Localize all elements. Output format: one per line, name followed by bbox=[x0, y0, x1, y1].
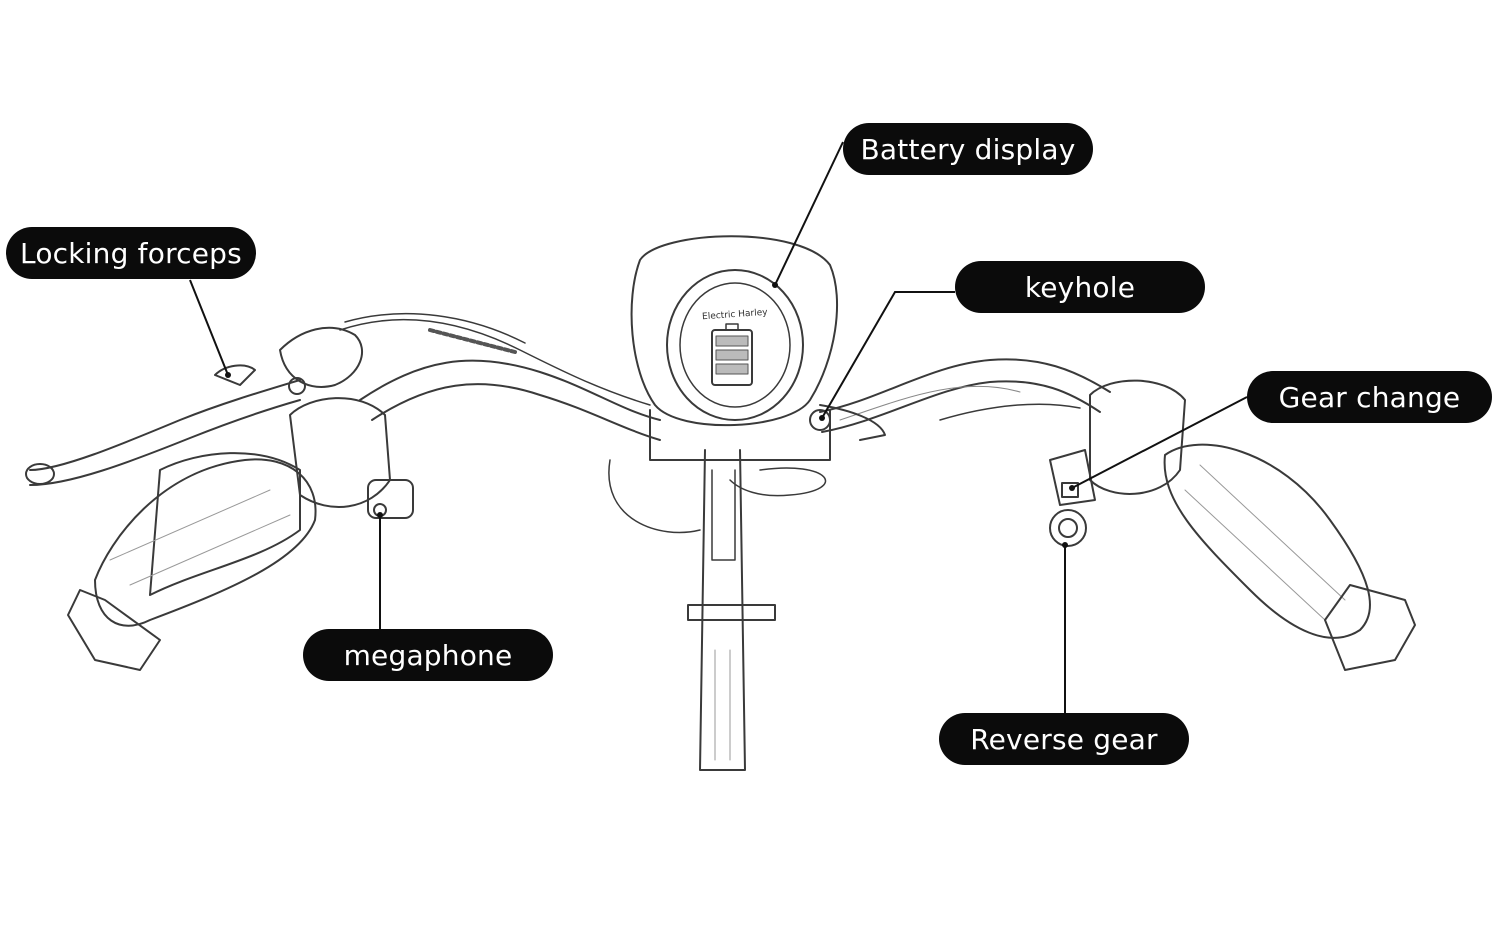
display-pod bbox=[630, 235, 886, 461]
left-brake-lever bbox=[25, 326, 364, 486]
leader-battery-display bbox=[774, 141, 844, 286]
leader-lines bbox=[189, 141, 1248, 713]
callout-locking-forceps: Locking forceps bbox=[6, 227, 256, 279]
leader-dots bbox=[225, 282, 1075, 548]
leader-keyhole bbox=[821, 291, 955, 419]
right-grip bbox=[1049, 379, 1416, 671]
left-grip bbox=[67, 397, 414, 671]
handlebar-tube bbox=[359, 358, 1111, 441]
leader-locking-forceps bbox=[189, 279, 229, 376]
cable-bundle bbox=[339, 312, 1081, 534]
callout-reverse-gear: Reverse gear bbox=[939, 713, 1189, 765]
callout-megaphone: megaphone bbox=[303, 629, 553, 681]
leader-gear-change bbox=[1071, 396, 1248, 489]
callout-keyhole: keyhole bbox=[955, 261, 1205, 313]
callout-battery-display: Battery display bbox=[843, 123, 1093, 175]
display-brand-text: Electric Harley bbox=[702, 308, 769, 323]
callout-gear-change: Gear change bbox=[1247, 371, 1492, 423]
steering-stem bbox=[687, 449, 776, 771]
